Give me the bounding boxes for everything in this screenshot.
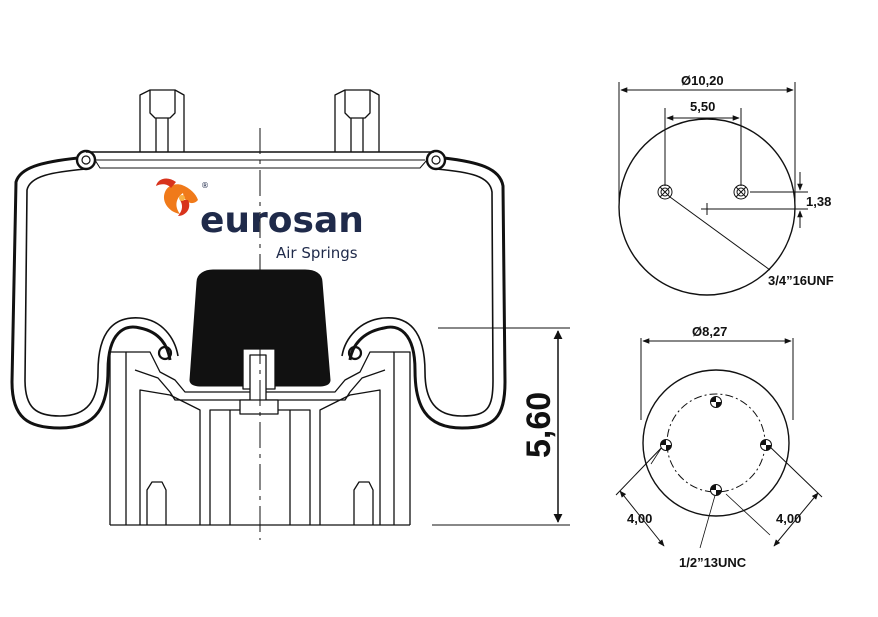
bottom-hole-right-label: 4,00 bbox=[776, 511, 801, 526]
top-mounting-studs bbox=[139, 89, 380, 152]
top-plate-view bbox=[618, 82, 808, 296]
brand-tagline: Air Springs bbox=[276, 244, 358, 262]
top-thread-label: 3/4”16UNF bbox=[768, 273, 834, 288]
registered-mark: ® bbox=[201, 181, 209, 190]
bottom-hole-left-label: 4,00 bbox=[627, 511, 652, 526]
rubber-bellow-outer bbox=[10, 156, 507, 430]
top-bead-plate bbox=[75, 149, 447, 171]
bottom-thread-label: 1/2”13UNC bbox=[679, 555, 747, 570]
rubber-bellow-inner bbox=[24, 168, 494, 417]
stud-spacing-label: 5,50 bbox=[690, 99, 715, 114]
bottom-piston-view bbox=[615, 338, 823, 549]
center-bolt bbox=[239, 348, 279, 415]
top-diameter-label: Ø10,20 bbox=[681, 73, 724, 88]
flame-icon bbox=[156, 178, 198, 216]
bolt-hole-markers bbox=[660, 396, 772, 496]
eurosan-logo: ® eurosan Air Springs bbox=[156, 178, 364, 262]
bottom-diameter-label: Ø8,27 bbox=[692, 324, 727, 339]
stud-offset-label: 1,38 bbox=[806, 194, 831, 209]
brand-name: eurosan bbox=[200, 200, 364, 241]
height-dimension bbox=[432, 327, 570, 526]
side-view bbox=[10, 89, 507, 540]
height-label: 5,60 bbox=[520, 392, 558, 458]
